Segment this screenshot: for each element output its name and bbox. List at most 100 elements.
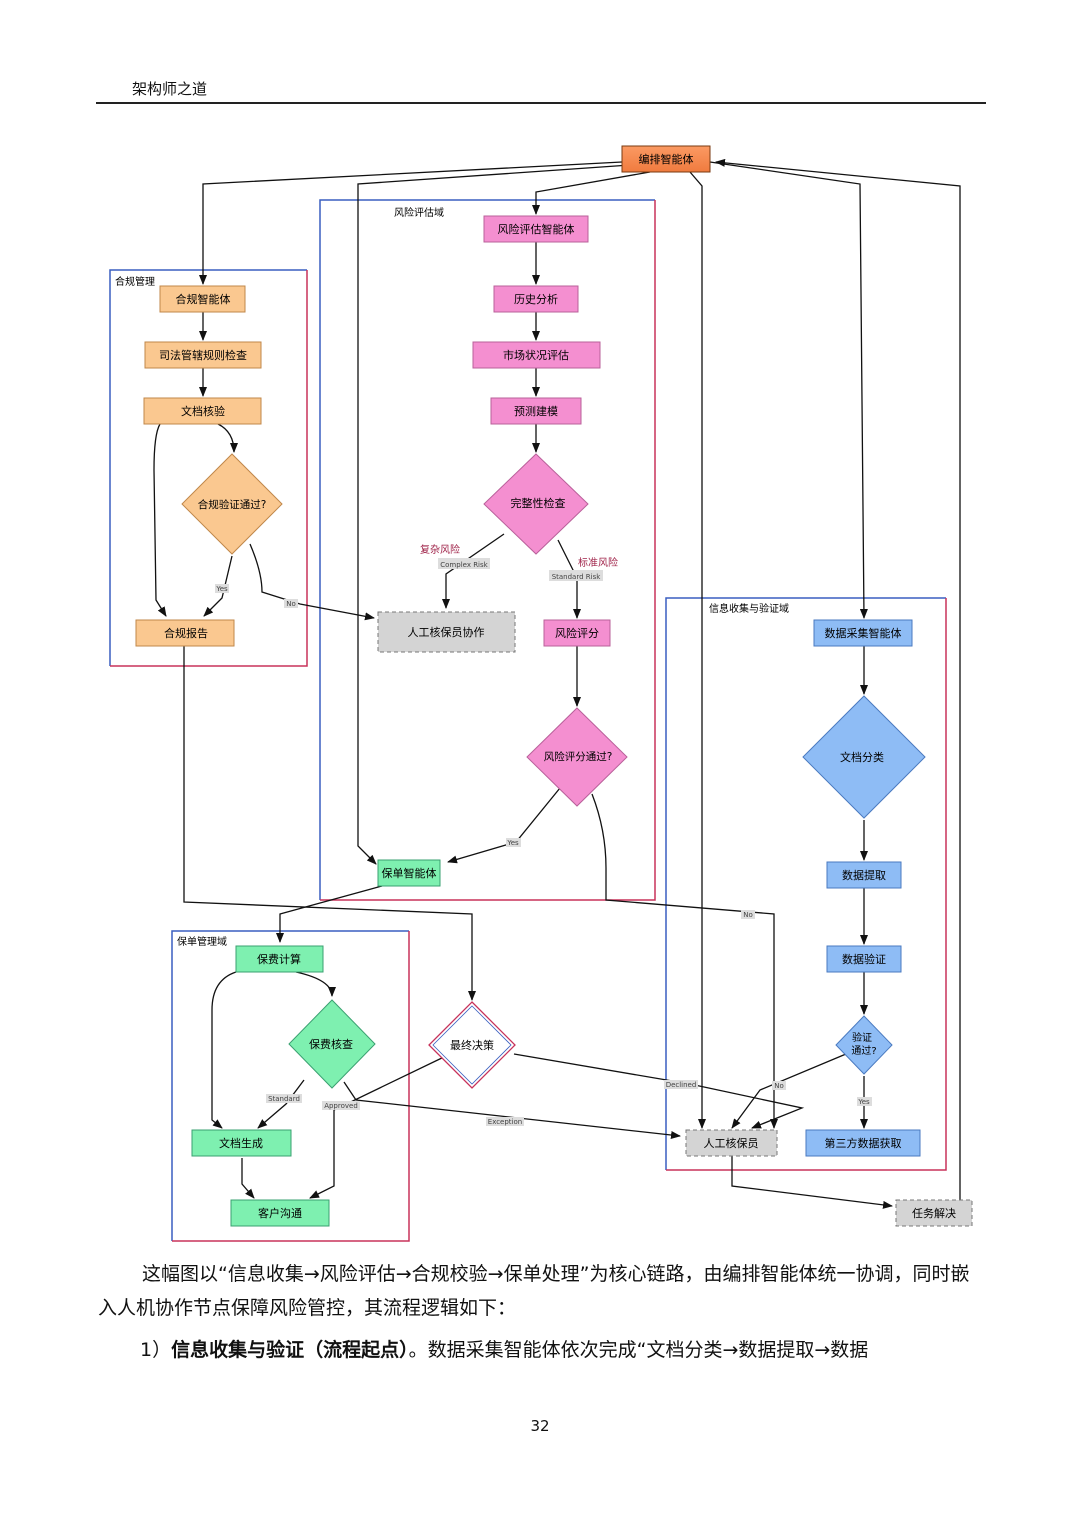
label-comp-yes: Yes xyxy=(215,585,228,593)
edge-vpass-underwriter xyxy=(731,1053,847,1129)
node-jurisdiction: 司法管辖规则检查 xyxy=(144,341,262,369)
svg-text:司法管辖规则检查: 司法管辖规则检查 xyxy=(159,348,247,362)
paragraph-2-rest: 。数据采集智能体依次完成“文档分类→数据提取→数据 xyxy=(408,1339,869,1361)
node-validate: 数据验证 xyxy=(826,945,902,973)
node-predict: 预测建模 xyxy=(490,397,582,425)
svg-text:合规报告: 合规报告 xyxy=(164,626,208,640)
svg-text:历史分析: 历史分析 xyxy=(514,292,558,306)
edge-premium-docgen xyxy=(211,971,237,1129)
svg-text:风险评分通过?: 风险评分通过? xyxy=(544,750,613,763)
svg-text:文档分类: 文档分类 xyxy=(840,750,884,764)
edge-underwriter-task xyxy=(731,1156,893,1209)
label-risk-no: No xyxy=(743,911,753,919)
edge-orch-underwriter xyxy=(689,171,706,1129)
label-complex-cn: 复杂风险 xyxy=(420,543,460,556)
page-number: 32 xyxy=(530,1417,550,1435)
node-doc-gen: 文档生成 xyxy=(191,1129,292,1157)
label-standard-cn: 标准风险 xyxy=(578,556,618,569)
svg-text:数据采集智能体: 数据采集智能体 xyxy=(825,626,902,640)
edge-check-customer xyxy=(343,1081,681,1139)
label-standard-en: Standard Risk xyxy=(552,573,602,581)
edge-premium-check xyxy=(295,971,336,997)
label-standard: Standard xyxy=(268,1095,300,1103)
svg-text:保费计算: 保费计算 xyxy=(257,952,301,966)
node-task-resolve: 任务解决 xyxy=(895,1199,973,1227)
svg-text:客户沟通: 客户沟通 xyxy=(258,1206,302,1220)
node-premium-check: 保费核查 xyxy=(288,999,376,1089)
domain-compliance-frame xyxy=(109,269,308,667)
label-declined: Declined xyxy=(666,1081,697,1089)
edge-final-customer xyxy=(309,1055,447,1199)
domain-risk-label: 风险评估域 xyxy=(394,206,444,219)
svg-text:最终决策: 最终决策 xyxy=(450,1038,494,1052)
svg-text:预测建模: 预测建模 xyxy=(514,404,558,418)
node-data-agent: 数据采集智能体 xyxy=(813,619,913,647)
node-comp-pass: 合规验证通过? xyxy=(181,453,283,555)
edge-comppass-report xyxy=(203,555,233,617)
label-complex-en: Complex Risk xyxy=(440,561,488,569)
svg-text:编排智能体: 编排智能体 xyxy=(639,152,694,166)
edge-pass-policy xyxy=(447,787,561,864)
edges xyxy=(153,158,961,1215)
svg-text:风险评估智能体: 风险评估智能体 xyxy=(498,222,575,236)
svg-text:数据验证: 数据验证 xyxy=(842,952,886,966)
svg-text:合规智能体: 合规智能体 xyxy=(176,292,231,306)
node-doc-classify: 文档分类 xyxy=(802,695,926,819)
paragraph-2: 1）信息收集与验证（流程起点）。数据采集智能体依次完成“文档分类→数据提取→数据 xyxy=(140,1333,990,1367)
edge-pass-no xyxy=(591,793,778,1129)
edge-task-orch xyxy=(715,158,961,1215)
svg-text:文档核验: 文档核验 xyxy=(181,404,225,418)
svg-text:文档生成: 文档生成 xyxy=(219,1136,263,1150)
node-policy-agent: 保单智能体 xyxy=(377,859,441,887)
svg-text:通过?: 通过? xyxy=(851,1044,876,1057)
node-underwriter: 人工核保员 xyxy=(685,1129,778,1157)
domain-info-label: 信息收集与验证域 xyxy=(709,602,789,615)
edge-docgen-customer xyxy=(241,1158,255,1199)
svg-text:风险评分: 风险评分 xyxy=(555,626,599,640)
svg-text:人工核保员协作: 人工核保员协作 xyxy=(408,625,485,639)
svg-text:保单智能体: 保单智能体 xyxy=(382,866,437,880)
header-title: 架构师之道 xyxy=(132,80,208,98)
svg-text:市场状况评估: 市场状况评估 xyxy=(503,348,569,362)
node-verify-pass: 验证 通过? xyxy=(835,1015,893,1075)
label-verify-no: No xyxy=(774,1082,784,1090)
svg-text:合规验证通过?: 合规验证通过? xyxy=(198,498,267,511)
edge-orch-policy xyxy=(357,164,631,865)
node-completeness: 完整性检查 xyxy=(483,453,589,555)
edge-report-final xyxy=(183,646,476,1001)
edge-doc-report xyxy=(153,423,167,617)
svg-text:数据提取: 数据提取 xyxy=(842,868,886,882)
node-comp-report: 合规报告 xyxy=(135,619,235,647)
domain-compliance-label: 合规管理 xyxy=(115,275,155,288)
node-premium-calc: 保费计算 xyxy=(235,945,324,973)
svg-text:验证: 验证 xyxy=(852,1031,872,1044)
domain-policy-frame xyxy=(171,930,410,1242)
label-risk-yes: Yes xyxy=(506,839,519,847)
domain-info-frame xyxy=(665,597,947,1171)
edge-orch-data xyxy=(709,161,868,619)
node-comp-agent: 合规智能体 xyxy=(159,285,246,313)
node-orchestrator: 编排智能体 xyxy=(621,145,711,173)
domain-policy-label: 保单管理域 xyxy=(177,935,227,948)
flowchart-diagram: 风险评估域 合规管理 信息收集与验证域 保单管理域 xyxy=(109,145,973,1242)
paragraph-1: 这幅图以“信息收集→风险评估→合规校验→保单处理”为核心链路，由编排智能体统一协… xyxy=(98,1263,970,1319)
svg-text:完整性检查: 完整性检查 xyxy=(511,496,566,510)
node-risk-agent: 风险评估智能体 xyxy=(483,215,589,243)
label-comp-no: No xyxy=(286,600,296,608)
node-doc-verify: 文档核验 xyxy=(143,397,262,425)
label-exception: Exception xyxy=(488,1118,522,1126)
svg-text:人工核保员: 人工核保员 xyxy=(704,1136,759,1150)
node-final-decision: 最终决策 xyxy=(428,1001,516,1089)
label-approved: Approved xyxy=(324,1102,358,1110)
edge-policy-premium xyxy=(276,885,383,943)
node-customer: 客户沟通 xyxy=(230,1199,330,1227)
edge-doc-pass xyxy=(217,423,238,453)
edge-final-declined xyxy=(513,1053,805,1129)
node-risk-score: 风险评分 xyxy=(543,619,611,647)
paragraph-2-bold: 信息收集与验证（流程起点） xyxy=(171,1339,409,1361)
svg-text:第三方数据获取: 第三方数据获取 xyxy=(825,1136,902,1150)
node-market: 市场状况评估 xyxy=(472,341,601,369)
edge-orch-comp xyxy=(199,161,623,285)
label-verify-yes: Yes xyxy=(857,1098,870,1106)
node-extract: 数据提取 xyxy=(826,861,902,889)
